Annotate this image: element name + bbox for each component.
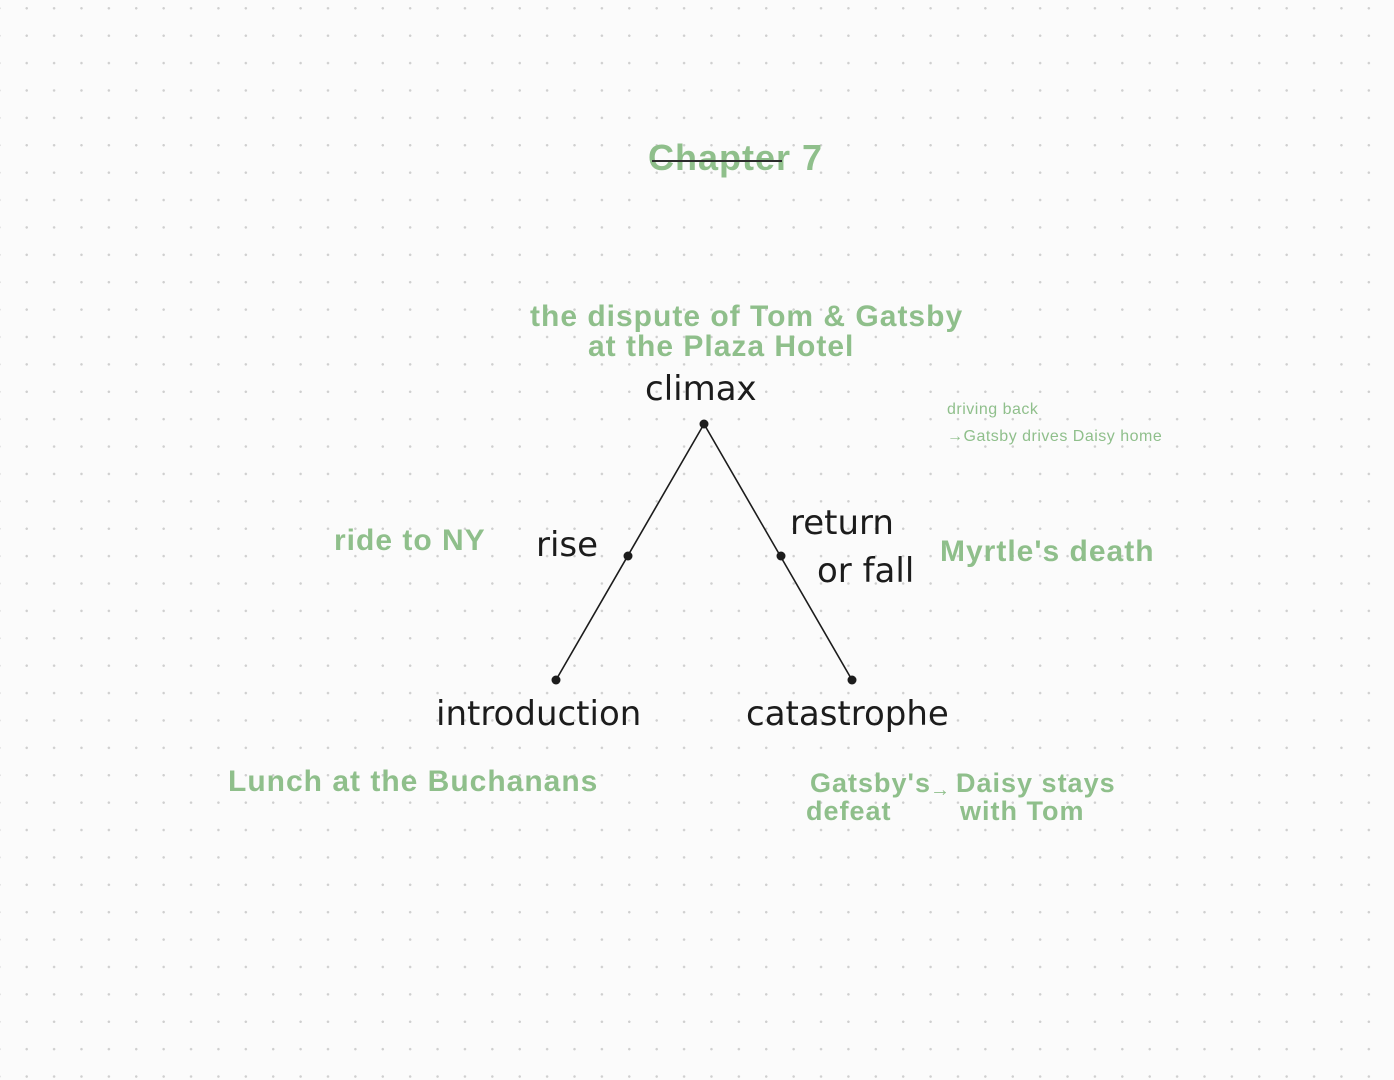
climax-point <box>699 419 709 429</box>
title-strikethrough <box>652 160 782 162</box>
introduction-point <box>551 675 561 685</box>
catastrophe-note-part1-line2: defeat <box>806 796 892 826</box>
introduction-note: Lunch at the Buchanans <box>228 765 599 798</box>
return-label-line1: return <box>790 503 894 543</box>
introduction-label: introduction <box>436 694 642 734</box>
return-note: Myrtle's death <box>940 535 1155 568</box>
rise-label: rise <box>536 525 599 565</box>
rise-point <box>623 551 633 561</box>
catastrophe-note-part1-line1: Gatsby's <box>810 768 931 798</box>
catastrophe-note-part2-line2: with Tom <box>960 796 1085 826</box>
catastrophe-label: catastrophe <box>746 694 949 734</box>
falling-line <box>703 423 853 681</box>
return-point <box>776 551 786 561</box>
rise-note: ride to NY <box>334 524 486 557</box>
catastrophe-note-part2-line1: Daisy stays <box>956 768 1116 798</box>
return-small-note-line1: driving back <box>947 401 1039 418</box>
return-small-note-line2: →Gatsby drives Daisy home <box>947 428 1163 445</box>
climax-note-line1: the dispute of Tom & Gatsby <box>530 300 964 333</box>
chapter-title: Chapter 7 <box>648 137 824 178</box>
climax-note-line2: at the Plaza Hotel <box>588 330 855 363</box>
catastrophe-point <box>847 675 857 685</box>
return-label-line2: or fall <box>817 551 915 591</box>
climax-label: climax <box>645 369 757 409</box>
catastrophe-note-arrow: → <box>930 779 951 801</box>
